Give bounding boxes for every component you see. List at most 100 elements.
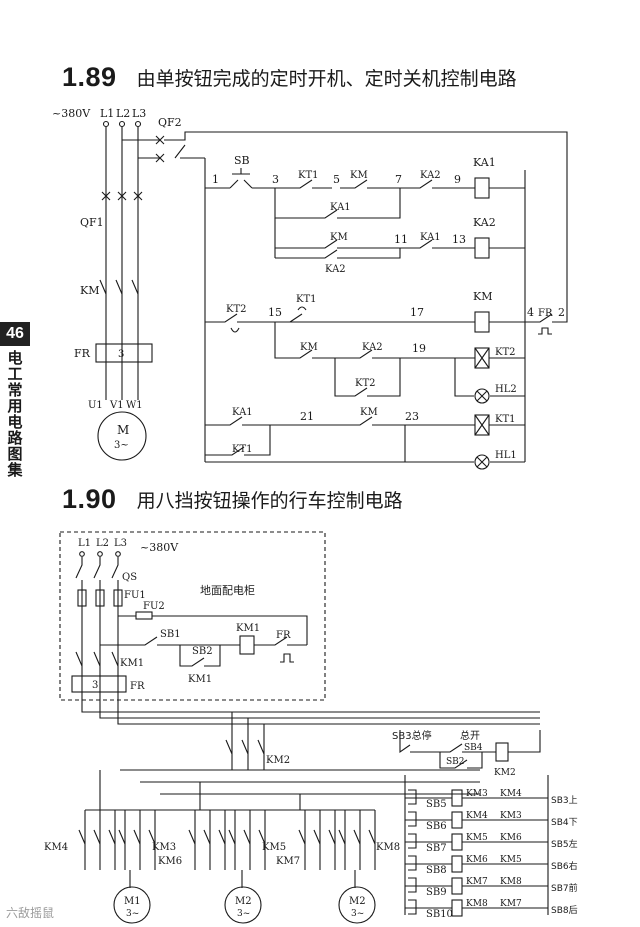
motor-m: [97, 411, 147, 461]
fr-box: [71, 675, 127, 693]
sb-label: SB: [234, 154, 250, 167]
wire: [254, 636, 307, 646]
wire: [400, 179, 475, 189]
contact-set: [298, 829, 376, 845]
km-coil: [474, 311, 490, 333]
kt2-coil-cross: [474, 347, 490, 369]
fr-box-label: 3: [118, 349, 124, 360]
motor-3-sub: 3~: [351, 909, 364, 919]
hl1-lamp: [474, 454, 490, 470]
qf2-label: QF2: [158, 116, 182, 129]
motor-m2: [224, 886, 262, 924]
motor-1-sub: 3~: [126, 909, 139, 919]
push-button-sb6: SB6: [426, 821, 447, 832]
km1-hold-label: KM1: [188, 674, 212, 685]
circuit-diagram-1-90: L1 L2 L3 ~380V QS FU1 FU2 地面配电柜 SB1 SB2 …: [44, 531, 578, 924]
terminal: [115, 551, 121, 557]
fu2-fuse: [135, 611, 153, 620]
coil-label: KM6: [466, 855, 488, 865]
motor-group-3: KM7 KM8 M2 3~: [276, 810, 400, 924]
sb-button: [229, 168, 253, 189]
km-main-contacts: [99, 279, 139, 295]
wire: [489, 300, 568, 323]
wire: [194, 810, 266, 888]
push-buttons: SB5 SB6 SB7 SB8 SB9 SB10: [408, 789, 453, 920]
kt1-coil-label: KT1: [495, 414, 516, 425]
phase-label-l3: L3: [114, 538, 127, 549]
ka2-coil-label: KA2: [473, 216, 496, 229]
ka1-coil: [474, 177, 490, 199]
wire: [100, 615, 308, 667]
motor-feed: [85, 770, 375, 811]
section-number: 1.89: [62, 62, 117, 92]
node-1: 1: [212, 173, 219, 186]
motor-group-1: KM4 KM3 M1 3~: [44, 810, 176, 924]
node-7: 7: [395, 173, 402, 186]
direction-label: SB4下: [551, 818, 578, 828]
fuse: [113, 589, 123, 607]
section-heading: 用八挡按钮操作的行车控制电路: [136, 490, 403, 512]
coil: [451, 811, 463, 829]
fr-label: FR: [130, 681, 145, 692]
ka2-label: KA2: [362, 342, 383, 353]
km-label: KM: [350, 170, 368, 181]
qf1-contacts: [101, 191, 143, 201]
phase-lines: [105, 127, 139, 400]
coil-label: KM8: [466, 899, 488, 909]
phase-lines: [75, 557, 119, 700]
kt1-label: KT1: [298, 170, 319, 181]
phase-label-l2: L2: [116, 107, 130, 120]
supply-label: ~380V: [52, 107, 91, 120]
push-button-sb10: SB10: [426, 909, 453, 920]
button-brackets: [408, 789, 417, 915]
direction-label: SB7前: [551, 882, 578, 894]
terminal: [79, 551, 85, 557]
motor-m1: [113, 886, 151, 924]
fr-thermal-mark: [280, 653, 294, 663]
contact-set: [78, 829, 156, 845]
ka1-label: KA1: [420, 232, 441, 243]
node-9: 9: [454, 173, 461, 186]
km1-contacts: [75, 651, 119, 667]
wire: [84, 810, 156, 888]
node-3: 3: [272, 173, 279, 186]
wire: [205, 425, 525, 463]
kt1-contact: [289, 306, 307, 323]
qf2-wiring: [164, 131, 568, 300]
fu2-label: FU2: [143, 601, 165, 612]
phase-label-l3: L3: [132, 107, 146, 120]
coil-label: KM3: [466, 789, 488, 799]
ka1-label: KA1: [232, 407, 253, 418]
motor-2-label: M2: [235, 896, 252, 907]
hl2-label: HL2: [495, 384, 517, 395]
watermark: 六敌摇鼠: [6, 906, 55, 920]
coil-label: KM5: [466, 833, 488, 843]
node-4: 4: [527, 306, 534, 319]
motor-terminal-u1: U1: [88, 400, 103, 411]
kt2-coil-label: KT2: [495, 347, 516, 358]
sb3-stop-label: SB3总停: [392, 729, 432, 742]
sb4-label: SB4: [464, 743, 483, 753]
motor-2-right-label: KM5: [262, 842, 286, 853]
contact-set: [188, 829, 266, 845]
coil: [451, 789, 463, 807]
terminal: [118, 120, 126, 128]
km-label: KM: [300, 342, 318, 353]
motor-m3: [338, 886, 376, 924]
push-button-sb9: SB9: [426, 887, 447, 898]
fuse: [77, 589, 87, 607]
interlock-label: KM5: [500, 855, 522, 865]
interlock-label: KM7: [500, 899, 522, 909]
coil: [451, 833, 463, 851]
direction-label: SB6右: [551, 860, 578, 872]
ka1-hold-label: KA1: [330, 202, 351, 213]
fr-label: FR: [74, 347, 91, 360]
coil-wiring: [405, 797, 548, 909]
sb1-label: SB1: [160, 629, 181, 640]
km-coil-label: KM: [473, 290, 492, 303]
km-label: KM: [330, 232, 348, 243]
motor-group-2: KM5 KM6 M2 3~: [158, 810, 286, 924]
km2-contacts: [225, 712, 265, 770]
wire: [205, 313, 475, 323]
